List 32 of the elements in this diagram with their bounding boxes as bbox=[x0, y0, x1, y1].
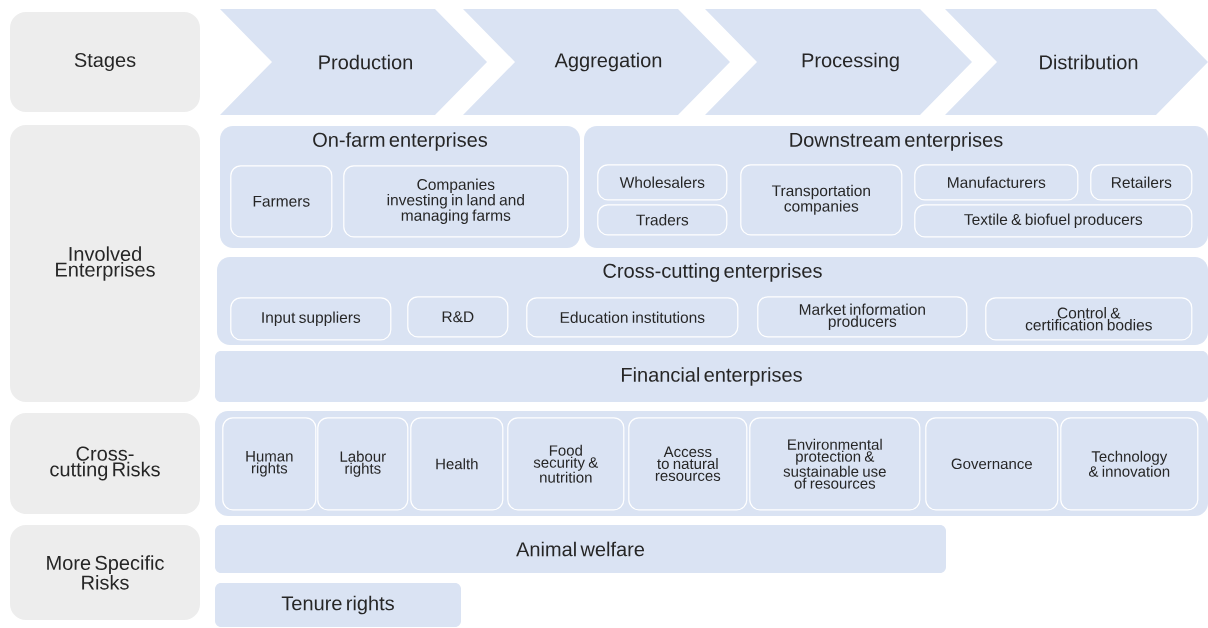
band-box: Financial enterprises bbox=[215, 351, 1208, 402]
row-header-box: Cross-cutting Risks bbox=[10, 413, 200, 514]
stage-banner: Aggregation bbox=[463, 9, 730, 115]
enterprise-box: Textile & biofuel producers bbox=[914, 204, 1193, 238]
band-box: Animal welfare bbox=[215, 525, 946, 573]
enterprise-box: Transportation companies bbox=[740, 164, 903, 236]
enterprise-box: R&D bbox=[407, 296, 509, 338]
row-header-box: Involved Enterprises bbox=[10, 125, 200, 402]
enterprise-box: Food security & nutrition bbox=[507, 417, 625, 511]
enterprise-box: Technology & innovation bbox=[1060, 417, 1199, 511]
enterprise-box: Farmers bbox=[230, 165, 333, 238]
stage-banner: Production bbox=[220, 9, 487, 115]
enterprise-box: Manufacturers bbox=[914, 164, 1079, 201]
enterprise-box: Traders bbox=[597, 204, 728, 236]
enterprise-box: Access to natural resources bbox=[628, 417, 748, 511]
row-header-box: Stages bbox=[10, 12, 200, 112]
band-box: Tenure rights bbox=[215, 583, 461, 627]
enterprise-box: Wholesalers bbox=[597, 164, 728, 201]
enterprise-box: Control & certification bodies bbox=[985, 297, 1193, 341]
enterprise-box: Environmental protection & sustainable use of resources bbox=[749, 417, 921, 511]
stage-banner: Distribution bbox=[945, 9, 1208, 115]
enterprise-box: Labour rights bbox=[317, 417, 409, 511]
enterprise-box: Companies investing in land and managing farms bbox=[343, 165, 569, 238]
enterprise-box: Retailers bbox=[1090, 164, 1193, 201]
enterprise-box: Education institutions bbox=[526, 297, 739, 338]
enterprise-box: Governance bbox=[925, 417, 1059, 511]
enterprise-box: Health bbox=[410, 417, 504, 511]
enterprise-box: Market information producers bbox=[757, 296, 968, 338]
stage-banner: Processing bbox=[705, 9, 972, 115]
row-header-box: More Specific Risks bbox=[10, 525, 200, 620]
enterprise-box: Human rights bbox=[222, 417, 317, 511]
enterprise-box: Input suppliers bbox=[230, 297, 392, 341]
